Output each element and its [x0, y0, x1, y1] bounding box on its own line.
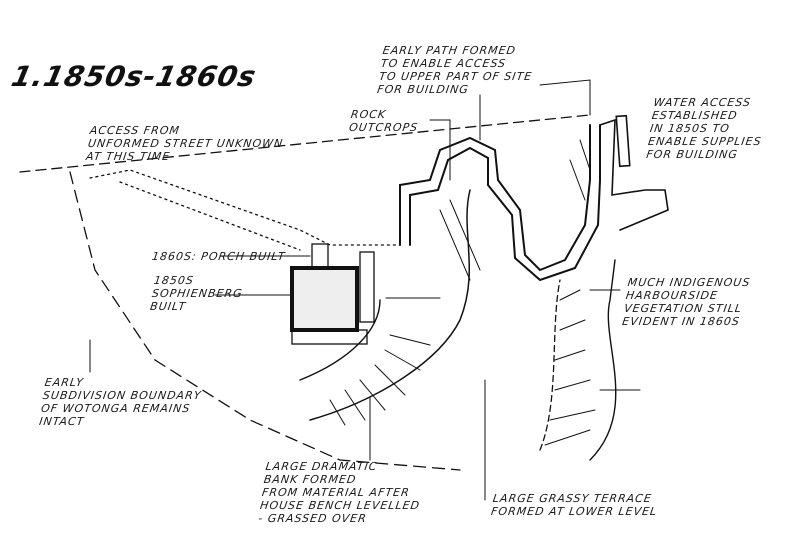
label-vegetation: MUCH INDIGENOUS HARBOURSIDE VEGETATION S… — [621, 276, 752, 328]
label-sophienberg: 1850s SOPHIENBERG BUILT — [149, 274, 244, 313]
early-path — [399, 124, 591, 272]
label-access-street: ACCESS FROM UNFORMED STREET UNKNOWN AT T… — [85, 124, 285, 163]
label-porch: 1860s: PORCH BUILT — [151, 250, 287, 263]
jetty — [599, 118, 669, 231]
access-route — [89, 169, 401, 246]
site-boundary — [19, 114, 591, 173]
label-water-access: WATER ACCESS ESTABLISHED IN 1850s TO ENA… — [645, 96, 763, 161]
bank-edge — [309, 189, 471, 421]
label-early-path: EARLY PATH FORMED TO ENABLE ACCESS TO UP… — [376, 44, 534, 96]
label-rock-outcrops: ROCK OUTCROPS — [348, 108, 420, 134]
subdivision-boundary — [69, 171, 461, 471]
label-subdivision: EARLY SUBDIVISION BOUNDARY OF WOTONGA RE… — [38, 376, 203, 428]
house-sophienberg — [290, 266, 359, 332]
drawing-title: 1.1850s-1860s — [8, 60, 260, 93]
label-bank: LARGE DRAMATIC BANK FORMED FROM MATERIAL… — [257, 460, 421, 525]
label-terrace: LARGE GRASSY TERRACE FORMED AT LOWER LEV… — [490, 492, 659, 518]
